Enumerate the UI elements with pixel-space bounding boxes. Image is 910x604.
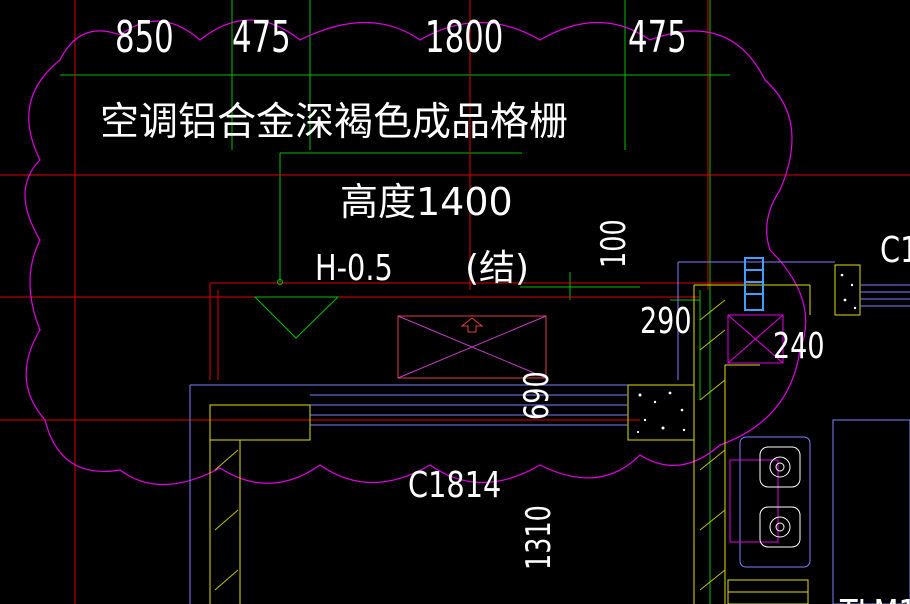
dim-240: 240 (773, 324, 825, 367)
level-marker-icon (253, 296, 340, 339)
level-note: H-0.5 (315, 247, 393, 289)
window-frames (189, 261, 910, 604)
walls (209, 264, 861, 604)
dim-100: 100 (594, 219, 634, 268)
grille-note: 空调铝合金深褐色成品格栅 (100, 100, 568, 145)
revision-cloud (24, 19, 807, 486)
door-label: TLM1 (839, 592, 910, 604)
dim-850: 850 (115, 11, 174, 62)
leader-dot (277, 279, 283, 285)
concrete-hatch (636, 273, 857, 434)
dim-1800: 1800 (425, 11, 503, 62)
window-label: C1814 (408, 464, 501, 506)
pipe-column (744, 257, 764, 311)
dim-475-left: 475 (232, 11, 291, 62)
dimension-lines (60, 0, 730, 604)
wall-hatch (214, 299, 726, 591)
dim-690: 690 (517, 371, 557, 420)
window-label-right: C1 (880, 229, 910, 271)
structural-note: (结) (465, 248, 529, 289)
dim-290: 290 (640, 299, 692, 342)
dim-1310: 1310 (519, 505, 559, 570)
grille-box (397, 315, 547, 379)
drain-detail (727, 314, 784, 543)
height-note: 高度1400 (340, 180, 513, 224)
dim-475-right: 475 (628, 11, 687, 62)
drain-icons (759, 446, 801, 548)
